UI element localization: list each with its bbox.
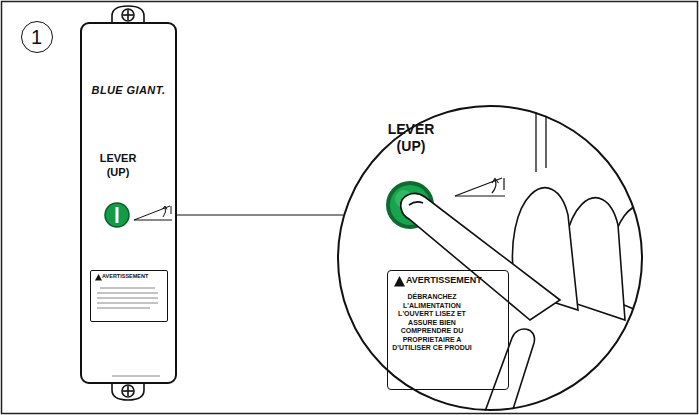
icon-arrowhead (163, 206, 168, 210)
fine-print (112, 376, 160, 377)
icon-line (455, 178, 502, 196)
control-box: BLUE GIANT. LEVER (UP) AVERTISSEMENT (80, 22, 177, 384)
fine-print (97, 308, 150, 309)
screw-slot (398, 409, 412, 411)
icon-line (134, 206, 170, 220)
screw-slot (127, 386, 129, 396)
icon-line (455, 195, 505, 196)
bottom-ear (112, 382, 144, 400)
left-label-fine-print (97, 288, 160, 376)
thumb (480, 329, 535, 415)
fine-print (100, 288, 155, 289)
fine-print (97, 298, 158, 299)
warning-heading: AVERTISSEMENT (406, 275, 506, 286)
warning-triangle (94, 273, 103, 282)
callout-number: 1 (22, 26, 51, 48)
warning-triangle (393, 275, 406, 288)
screw (122, 9, 134, 21)
magnifier-circle: LEVER (UP) AVERTISSEMENT DÉBRANCHEZ L'ALIM… (337, 105, 643, 411)
magnified-view (330, 100, 660, 415)
warning-triangle-shape (95, 274, 102, 281)
button-label: LEVER (UP) (382, 121, 440, 155)
green-button (105, 203, 129, 227)
magnified-lever-icon (455, 178, 505, 196)
housing-edge (545, 100, 546, 168)
hand (396, 188, 660, 415)
warning-label: AVERTISSEMENT (90, 270, 168, 322)
magnifier-ground (330, 100, 650, 415)
left-lever-icon (134, 206, 172, 220)
screw (122, 385, 134, 397)
warning-triangle-shape (394, 276, 405, 287)
button-mark (116, 207, 119, 223)
screw (396, 401, 414, 415)
warning-label: AVERTISSEMENT DÉBRANCHEZ L'ALIMENTATION L… (387, 270, 509, 390)
fingernail (409, 202, 423, 205)
icon-line (134, 220, 172, 221)
fine-print (97, 303, 158, 304)
index-finger (401, 194, 560, 320)
screw-slot (127, 10, 129, 20)
warning-heading: AVERTISSEMENT (102, 273, 166, 280)
warning-text: DÉBRANCHEZ L'ALIMENTATION L'OUVERT LISEZ… (392, 293, 472, 353)
callout-circle: 1 (21, 21, 53, 53)
housing-edge (535, 100, 536, 172)
leader-line (177, 214, 343, 215)
button-label: LEVER (UP) (93, 152, 143, 180)
left-push-button (105, 203, 129, 227)
icon-line (171, 206, 172, 214)
brand-logo: BLUE GIANT. (82, 84, 175, 96)
fine-print (97, 293, 158, 294)
icon-arrowhead (492, 179, 499, 184)
icon-line (503, 178, 504, 190)
